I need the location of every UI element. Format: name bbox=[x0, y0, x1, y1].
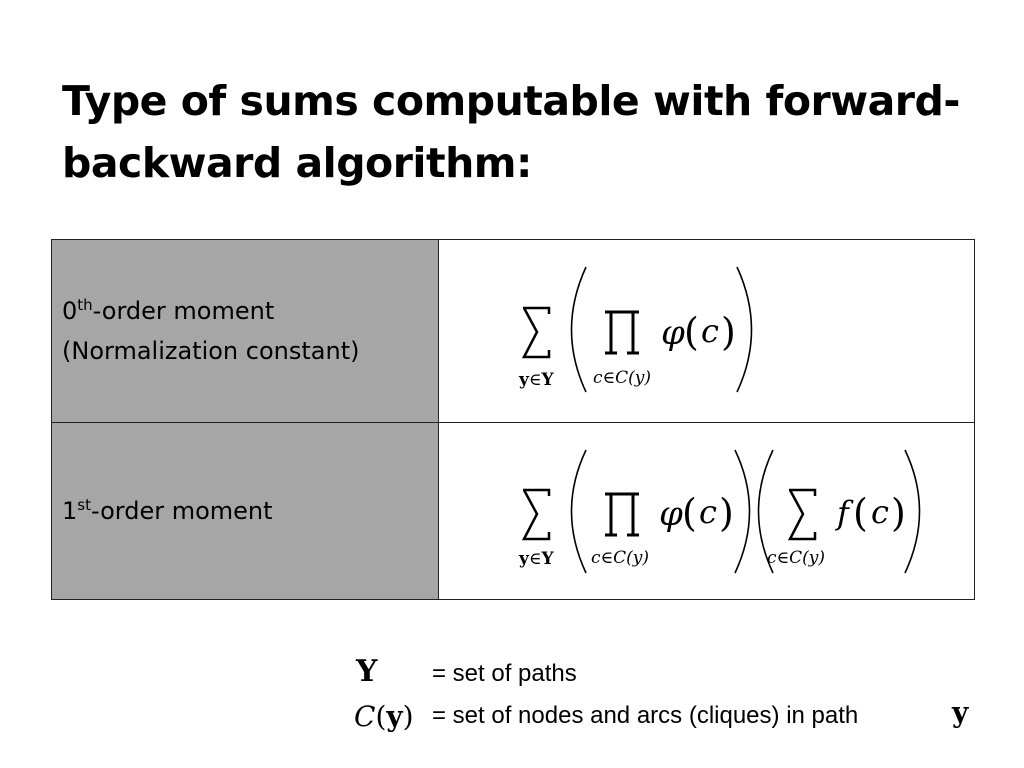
product-sign bbox=[605, 492, 639, 537]
first-order-formula-cell: y∈Y c∈C(y) φ ( c ) c∈C(y) f ( c ) bbox=[438, 422, 975, 600]
zeroth-order-label-cell: 0th-order moment (Normalization constant… bbox=[51, 239, 439, 423]
left-paren: ( bbox=[682, 491, 697, 535]
zeroth-order-formula: y∈Y c∈C(y) φ ( c ) bbox=[518, 266, 753, 393]
title-line-1: Type of sums computable with forward- bbox=[62, 77, 960, 125]
set-of-paths-symbol: Y bbox=[356, 654, 378, 689]
zeroth-order-label: 0th-order moment bbox=[62, 296, 275, 325]
left-big-paren-2 bbox=[757, 449, 774, 574]
right-big-paren-1 bbox=[734, 449, 751, 574]
cliques-symbol: C(y) bbox=[354, 700, 414, 733]
f-function: f bbox=[835, 494, 854, 532]
right-paren: ) bbox=[721, 310, 736, 354]
product-subscript: c∈C(y) bbox=[591, 548, 649, 568]
left-big-paren-1 bbox=[570, 449, 587, 574]
table-row-first-order: 1st-order moment y∈Y c∈C(y) φ ( c ) c∈C(… bbox=[51, 422, 975, 600]
inner-sum-sign bbox=[787, 488, 817, 541]
first-order-formula: y∈Y c∈C(y) φ ( c ) c∈C(y) f ( c ) bbox=[518, 449, 921, 574]
left-big-paren bbox=[570, 266, 587, 393]
right-paren: ) bbox=[719, 491, 734, 535]
c-variable-f: c bbox=[871, 493, 889, 531]
product-sign bbox=[605, 310, 639, 355]
phi-symbol: φ bbox=[659, 494, 683, 534]
path-y-symbol: y bbox=[952, 696, 969, 729]
c-variable: c bbox=[701, 312, 719, 350]
right-big-paren bbox=[736, 266, 753, 393]
title-line-2: backward algorithm: bbox=[62, 139, 532, 187]
left-paren-f: ( bbox=[853, 491, 868, 535]
set-of-paths-description: = set of paths bbox=[432, 660, 577, 687]
product-subscript: c∈C(y) bbox=[593, 368, 651, 388]
right-paren-f: ) bbox=[891, 491, 906, 535]
sum-sign bbox=[521, 306, 551, 359]
phi-symbol: φ bbox=[661, 313, 685, 353]
moments-table: 0th-order moment (Normalization constant… bbox=[51, 239, 975, 600]
outer-sum-sign bbox=[521, 488, 551, 541]
outer-sum-subscript: y∈Y bbox=[518, 370, 554, 390]
cliques-description: = set of nodes and arcs (cliques) in pat… bbox=[432, 702, 859, 729]
outer-sum-subscript: y∈Y bbox=[518, 549, 554, 569]
first-order-label: 1st-order moment bbox=[62, 496, 273, 525]
inner-sum-subscript-text: c∈C(y) bbox=[767, 548, 825, 568]
first-order-label-cell: 1st-order moment bbox=[51, 422, 439, 600]
normalization-constant-label: (Normalization constant) bbox=[62, 337, 360, 365]
c-variable: c bbox=[699, 493, 717, 531]
right-big-paren-2 bbox=[904, 449, 921, 574]
legend: Y = set of paths C(y) = set of nodes and… bbox=[350, 652, 990, 752]
left-paren: ( bbox=[684, 310, 699, 354]
table-row-zeroth-order: 0th-order moment (Normalization constant… bbox=[51, 239, 975, 423]
zeroth-order-formula-cell: y∈Y c∈C(y) φ ( c ) bbox=[438, 239, 975, 423]
slide-title: Type of sums computable with forward- ba… bbox=[62, 70, 982, 194]
